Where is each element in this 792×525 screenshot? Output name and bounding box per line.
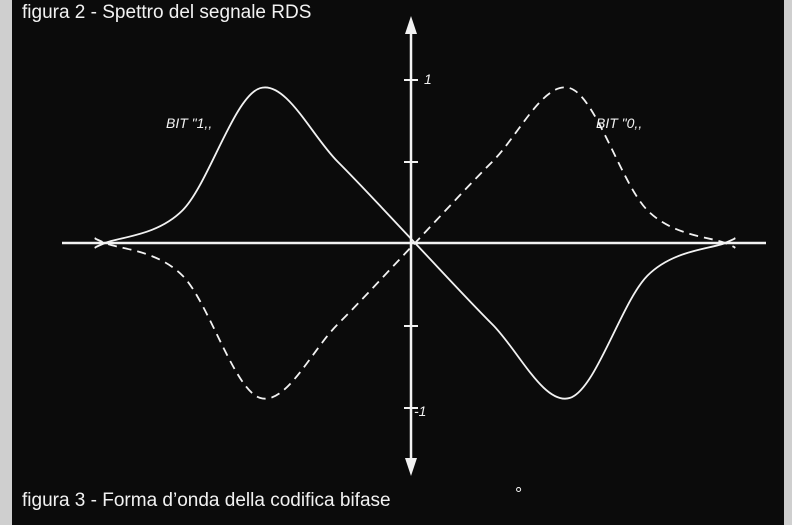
y-tick-label-negative: -1	[414, 403, 426, 419]
y-tick-label-positive: 1	[424, 71, 432, 87]
y-axis-arrow-down	[405, 458, 417, 476]
right-page-margin	[784, 0, 792, 525]
annotation-bit-0: BIT "0,,	[596, 115, 642, 131]
y-axis-arrow-up	[405, 16, 417, 34]
series-bit-0-curve	[94, 86, 736, 400]
degree-mark: °	[515, 484, 523, 504]
figure-3-caption: figura 3 - Forma d’onda della codifica b…	[22, 490, 391, 511]
left-page-margin	[0, 0, 12, 525]
annotation-bit-1: BIT "1,,	[166, 115, 212, 131]
figure-2-caption: figura 2 - Spettro del segnale RDS	[22, 2, 312, 23]
